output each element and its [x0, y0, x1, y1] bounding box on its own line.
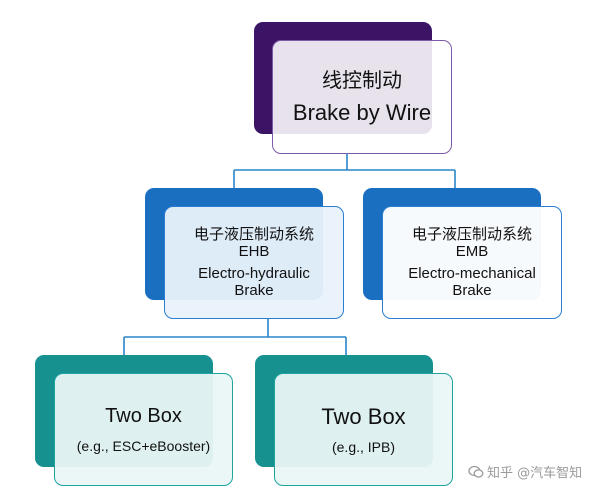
two-box-2-title: Two Box: [321, 403, 406, 429]
ehb-name-en-1: Electro-hydraulic: [198, 264, 310, 282]
ehb-name-cn: 电子液压制动系统: [193, 225, 314, 243]
emb-name-en-1: Electro-mechanical: [408, 264, 536, 282]
ehb-node: 电子液压制动系统 EHB Electro-hydraulic Brake: [164, 206, 344, 319]
watermark: 知乎 @汽车智知: [468, 462, 582, 481]
root-title-cn: 线控制动: [322, 67, 402, 92]
watermark-text: 知乎 @汽车智知: [487, 466, 583, 481]
emb-node: 电子液压制动系统 EMB Electro-mechanical Brake: [382, 206, 562, 319]
two-box-2-node: Two Box (e.g., IPB): [274, 373, 453, 486]
two-box-1-title: Two Box: [105, 404, 182, 427]
emb-name-cn: 电子液压制动系统: [411, 225, 532, 243]
emb-name-en-2: Brake: [452, 281, 492, 299]
ehb-abbr: EHB: [238, 243, 270, 261]
ehb-to-twobox-connector: [123, 318, 347, 355]
ehb-name-en-2: Brake: [234, 281, 274, 299]
two-box-1-example: (e.g., ESC+eBooster): [76, 437, 211, 454]
root-to-systems-connector: [233, 153, 456, 188]
emb-abbr: EMB: [455, 243, 489, 261]
two-box-2-example: (e.g., IPB): [331, 439, 396, 456]
two-box-1-node: Two Box (e.g., ESC+eBooster): [54, 373, 233, 486]
root-node: 线控制动 Brake by Wire: [272, 40, 452, 154]
wechat-icon: [468, 465, 484, 478]
root-title-en: Brake by Wire: [292, 99, 432, 125]
